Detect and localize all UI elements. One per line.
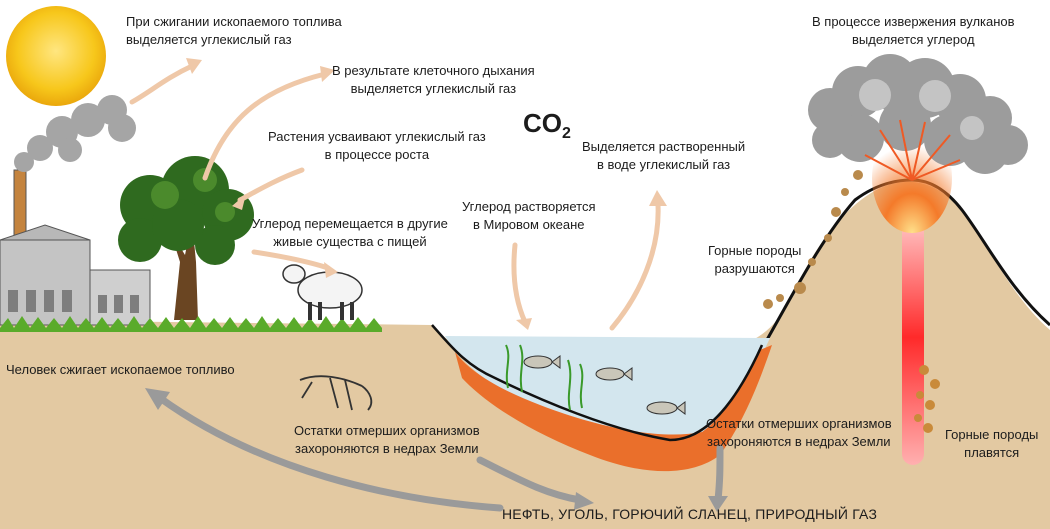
label-rocks-erode: Горные породы разрушаются [708, 243, 802, 276]
grass-strip [0, 316, 382, 332]
tree [118, 156, 254, 320]
fish [523, 355, 686, 415]
fossil-skeleton [299, 375, 373, 411]
ground [0, 181, 1050, 529]
lava-sparks [864, 119, 961, 181]
label-rocks-melt: Горные породы плавятся [945, 427, 1039, 460]
label-ocean-release: Выделяется растворенный в воде углекислы… [582, 139, 746, 172]
label-food-chain: Углерод перемещается в другие живые суще… [252, 216, 448, 249]
arrow-food-chain [251, 249, 331, 271]
water-plants [505, 344, 584, 411]
co2-subscript: 2 [562, 125, 571, 142]
gray-arrowheads [145, 388, 728, 512]
magma-column [902, 210, 924, 465]
arrow-respiration [202, 71, 328, 181]
sediment-layer [455, 345, 772, 472]
label-burial-sea: Остатки отмерших организмов захороняются… [706, 416, 892, 449]
label-respiration: В результате клеточного дыхания выделяет… [332, 63, 535, 96]
arrow-ocean-release [609, 202, 661, 331]
lake-shore [431, 324, 764, 442]
co2-main: CO [523, 108, 562, 138]
fuels-label: НЕФТЬ, УГОЛЬ, ГОРЮЧИЙ СЛАНЕЦ, ПРИРОДНЫЙ … [502, 506, 878, 522]
co2-formula: CO2 [523, 108, 571, 143]
label-plants: Растения усваивают углекислый газ в проц… [268, 129, 486, 162]
arrow-ocean-dissolve [511, 242, 528, 325]
arrow-plants [237, 167, 305, 203]
label-fossil-burning: При сжигании ископаемого топлива выделяе… [126, 14, 342, 47]
rock-fragments-eroding [763, 170, 863, 309]
sun [6, 6, 106, 106]
label-volcano: В процессе извержения вулканов выделяетс… [812, 14, 1015, 47]
rock-fragments-melting [914, 365, 940, 433]
label-human-burns: Человек сжигает ископаемое топливо [6, 362, 235, 377]
arrow-to-human [156, 394, 504, 512]
label-ocean-dissolve: Углерод растворяется в Мировом океане [462, 199, 596, 232]
factory-smoke [14, 95, 136, 172]
arrow-burial-sea [714, 444, 724, 504]
arrow-fossil-burning [129, 63, 195, 105]
factory [0, 169, 151, 326]
sheep [282, 264, 363, 320]
gray-arrows [156, 394, 724, 512]
label-burial-land: Остатки отмерших организмов захороняются… [294, 423, 480, 456]
arrow-burial-land [476, 456, 584, 504]
upward-arrowheads [186, 58, 667, 330]
volcano-smoke-highlight [859, 79, 984, 140]
